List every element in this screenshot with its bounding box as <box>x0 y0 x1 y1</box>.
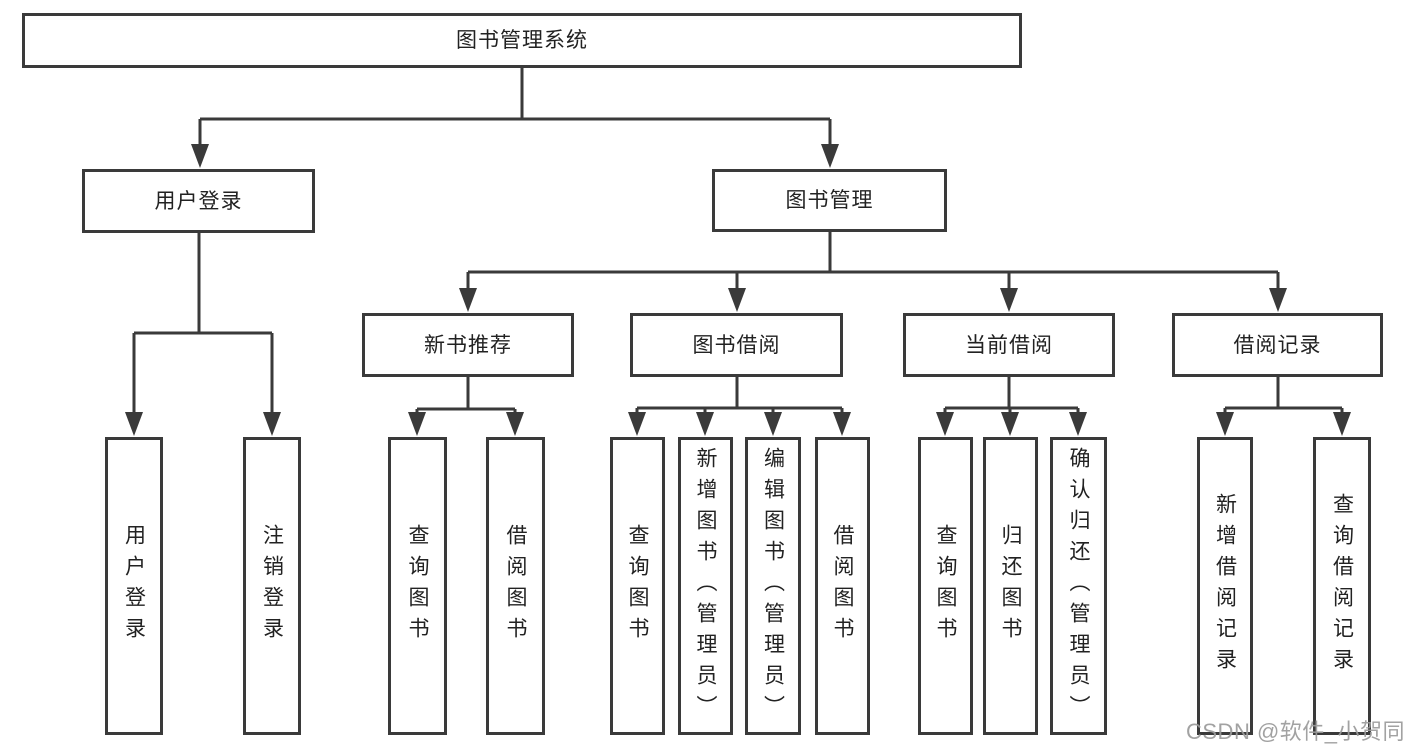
node-label: 当前借阅 <box>965 333 1053 357</box>
leaf-label: 借阅图书 <box>831 524 854 648</box>
connector-book-borrow-branch <box>635 377 844 416</box>
node-root: 图书管理系统 <box>22 13 1022 68</box>
connector-root-to-level2 <box>198 68 832 148</box>
leaf-query-book-2: 查询图书 <box>610 437 665 735</box>
node-book-management: 图书管理 <box>712 169 947 232</box>
connector-current-borrow-branch <box>943 377 1080 416</box>
leaf-label: 查询图书 <box>934 524 957 648</box>
leaf-edit-book-admin: 编辑图书（管理员） <box>745 437 801 735</box>
leaf-logout: 注销登录 <box>243 437 301 735</box>
node-current-borrow: 当前借阅 <box>903 313 1115 377</box>
connector-new-book-branch <box>415 377 517 416</box>
node-root-label: 图书管理系统 <box>456 29 588 52</box>
leaf-user-login: 用户登录 <box>105 437 163 735</box>
node-label: 借阅记录 <box>1233 333 1322 357</box>
leaf-label: 新增借阅记录 <box>1213 493 1237 679</box>
node-label: 图书管理 <box>785 189 874 212</box>
leaf-confirm-return-admin: 确认归还（管理员） <box>1050 437 1107 735</box>
leaf-label: 归还图书 <box>999 524 1022 648</box>
leaf-label: 注销登录 <box>260 524 284 648</box>
connector-borrow-record-branch <box>1223 377 1344 416</box>
leaf-label: 新增图书（管理员） <box>694 446 717 726</box>
leaf-borrow-book-1: 借阅图书 <box>486 437 545 735</box>
node-user-login: 用户登录 <box>82 169 315 233</box>
node-new-book-recommend: 新书推荐 <box>362 313 574 377</box>
leaf-query-book-1: 查询图书 <box>388 437 447 735</box>
leaf-label: 用户登录 <box>122 524 146 648</box>
node-book-borrow: 图书借阅 <box>630 313 843 377</box>
leaf-add-book-admin: 新增图书（管理员） <box>678 437 733 735</box>
leaf-query-book-3: 查询图书 <box>918 437 973 735</box>
leaf-label: 借阅图书 <box>504 524 527 648</box>
leaf-add-borrow-record: 新增借阅记录 <box>1197 437 1253 735</box>
leaf-label: 查询图书 <box>626 524 649 648</box>
node-label: 图书借阅 <box>692 333 781 357</box>
node-borrow-record: 借阅记录 <box>1172 313 1383 377</box>
connector-user-login-branch <box>132 233 274 416</box>
leaf-return-book: 归还图书 <box>983 437 1038 735</box>
leaf-label: 查询图书 <box>406 524 429 648</box>
leaf-label: 查询借阅记录 <box>1330 493 1354 679</box>
leaf-query-borrow-record: 查询借阅记录 <box>1313 437 1371 735</box>
leaf-label: 确认归还（管理员） <box>1067 446 1090 726</box>
connector-book-management-branch <box>466 232 1280 292</box>
leaf-label: 编辑图书（管理员） <box>761 446 785 726</box>
node-label: 新书推荐 <box>424 333 512 357</box>
arrowhead-icons <box>125 144 1351 436</box>
leaf-borrow-book-2: 借阅图书 <box>815 437 870 735</box>
csdn-watermark: CSDN @软件_小贺同学 <box>1186 719 1405 744</box>
node-label: 用户登录 <box>154 189 243 213</box>
